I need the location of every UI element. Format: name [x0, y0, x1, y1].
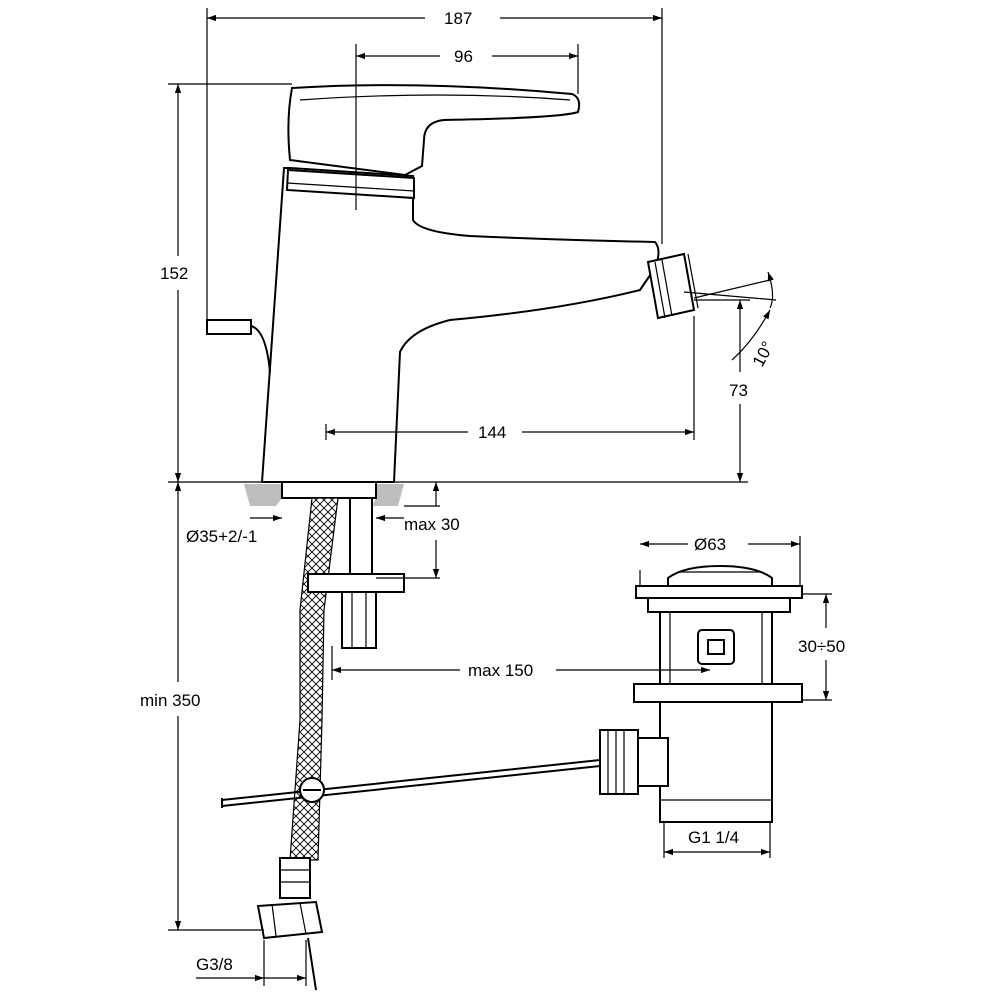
label-waste-adjustment: 30÷50 [798, 637, 845, 656]
waste-tail [659, 701, 773, 823]
label-max-deck-thickness: max 30 [404, 515, 460, 534]
lever-handle [287, 84, 581, 177]
dimension-labels: 187 96 152 144 73 10° Ø35+2/-1 max 30 ma… [140, 9, 845, 974]
label-overall-width: 187 [444, 9, 472, 28]
waste-plug [667, 564, 773, 587]
label-min-hose-length: min 350 [140, 691, 200, 710]
waste-flange [635, 585, 803, 599]
underdeck-assembly [221, 497, 601, 991]
deck-right [372, 484, 404, 506]
label-hole-diameter: Ø35+2/-1 [186, 527, 257, 546]
waste-assembly [599, 564, 803, 823]
faucet [206, 84, 699, 506]
label-spout-projection: 144 [478, 423, 506, 442]
faucet-base [281, 481, 377, 499]
popup-knob [206, 319, 252, 335]
label-max-lever-offset: max 150 [468, 661, 533, 680]
waste-side-connector [599, 729, 639, 795]
fixing-plate [307, 573, 405, 593]
label-handle-reach: 96 [454, 47, 473, 66]
popup-rod [221, 759, 601, 801]
deck-left [244, 484, 282, 506]
flexible-hose [289, 497, 339, 861]
waste-nut [633, 683, 803, 703]
label-height: 152 [160, 264, 188, 283]
fixing-nut [341, 591, 377, 649]
label-waste-diameter: Ø63 [694, 535, 726, 554]
label-waste-thread: G1 1/4 [688, 828, 739, 847]
label-hose-connection: G3/8 [196, 955, 233, 974]
dimension-lines [168, 8, 832, 986]
label-spout-angle: 10° [749, 338, 778, 370]
hose-nut [256, 900, 324, 940]
label-outlet-height: 73 [729, 381, 748, 400]
faucet-body [260, 167, 660, 483]
